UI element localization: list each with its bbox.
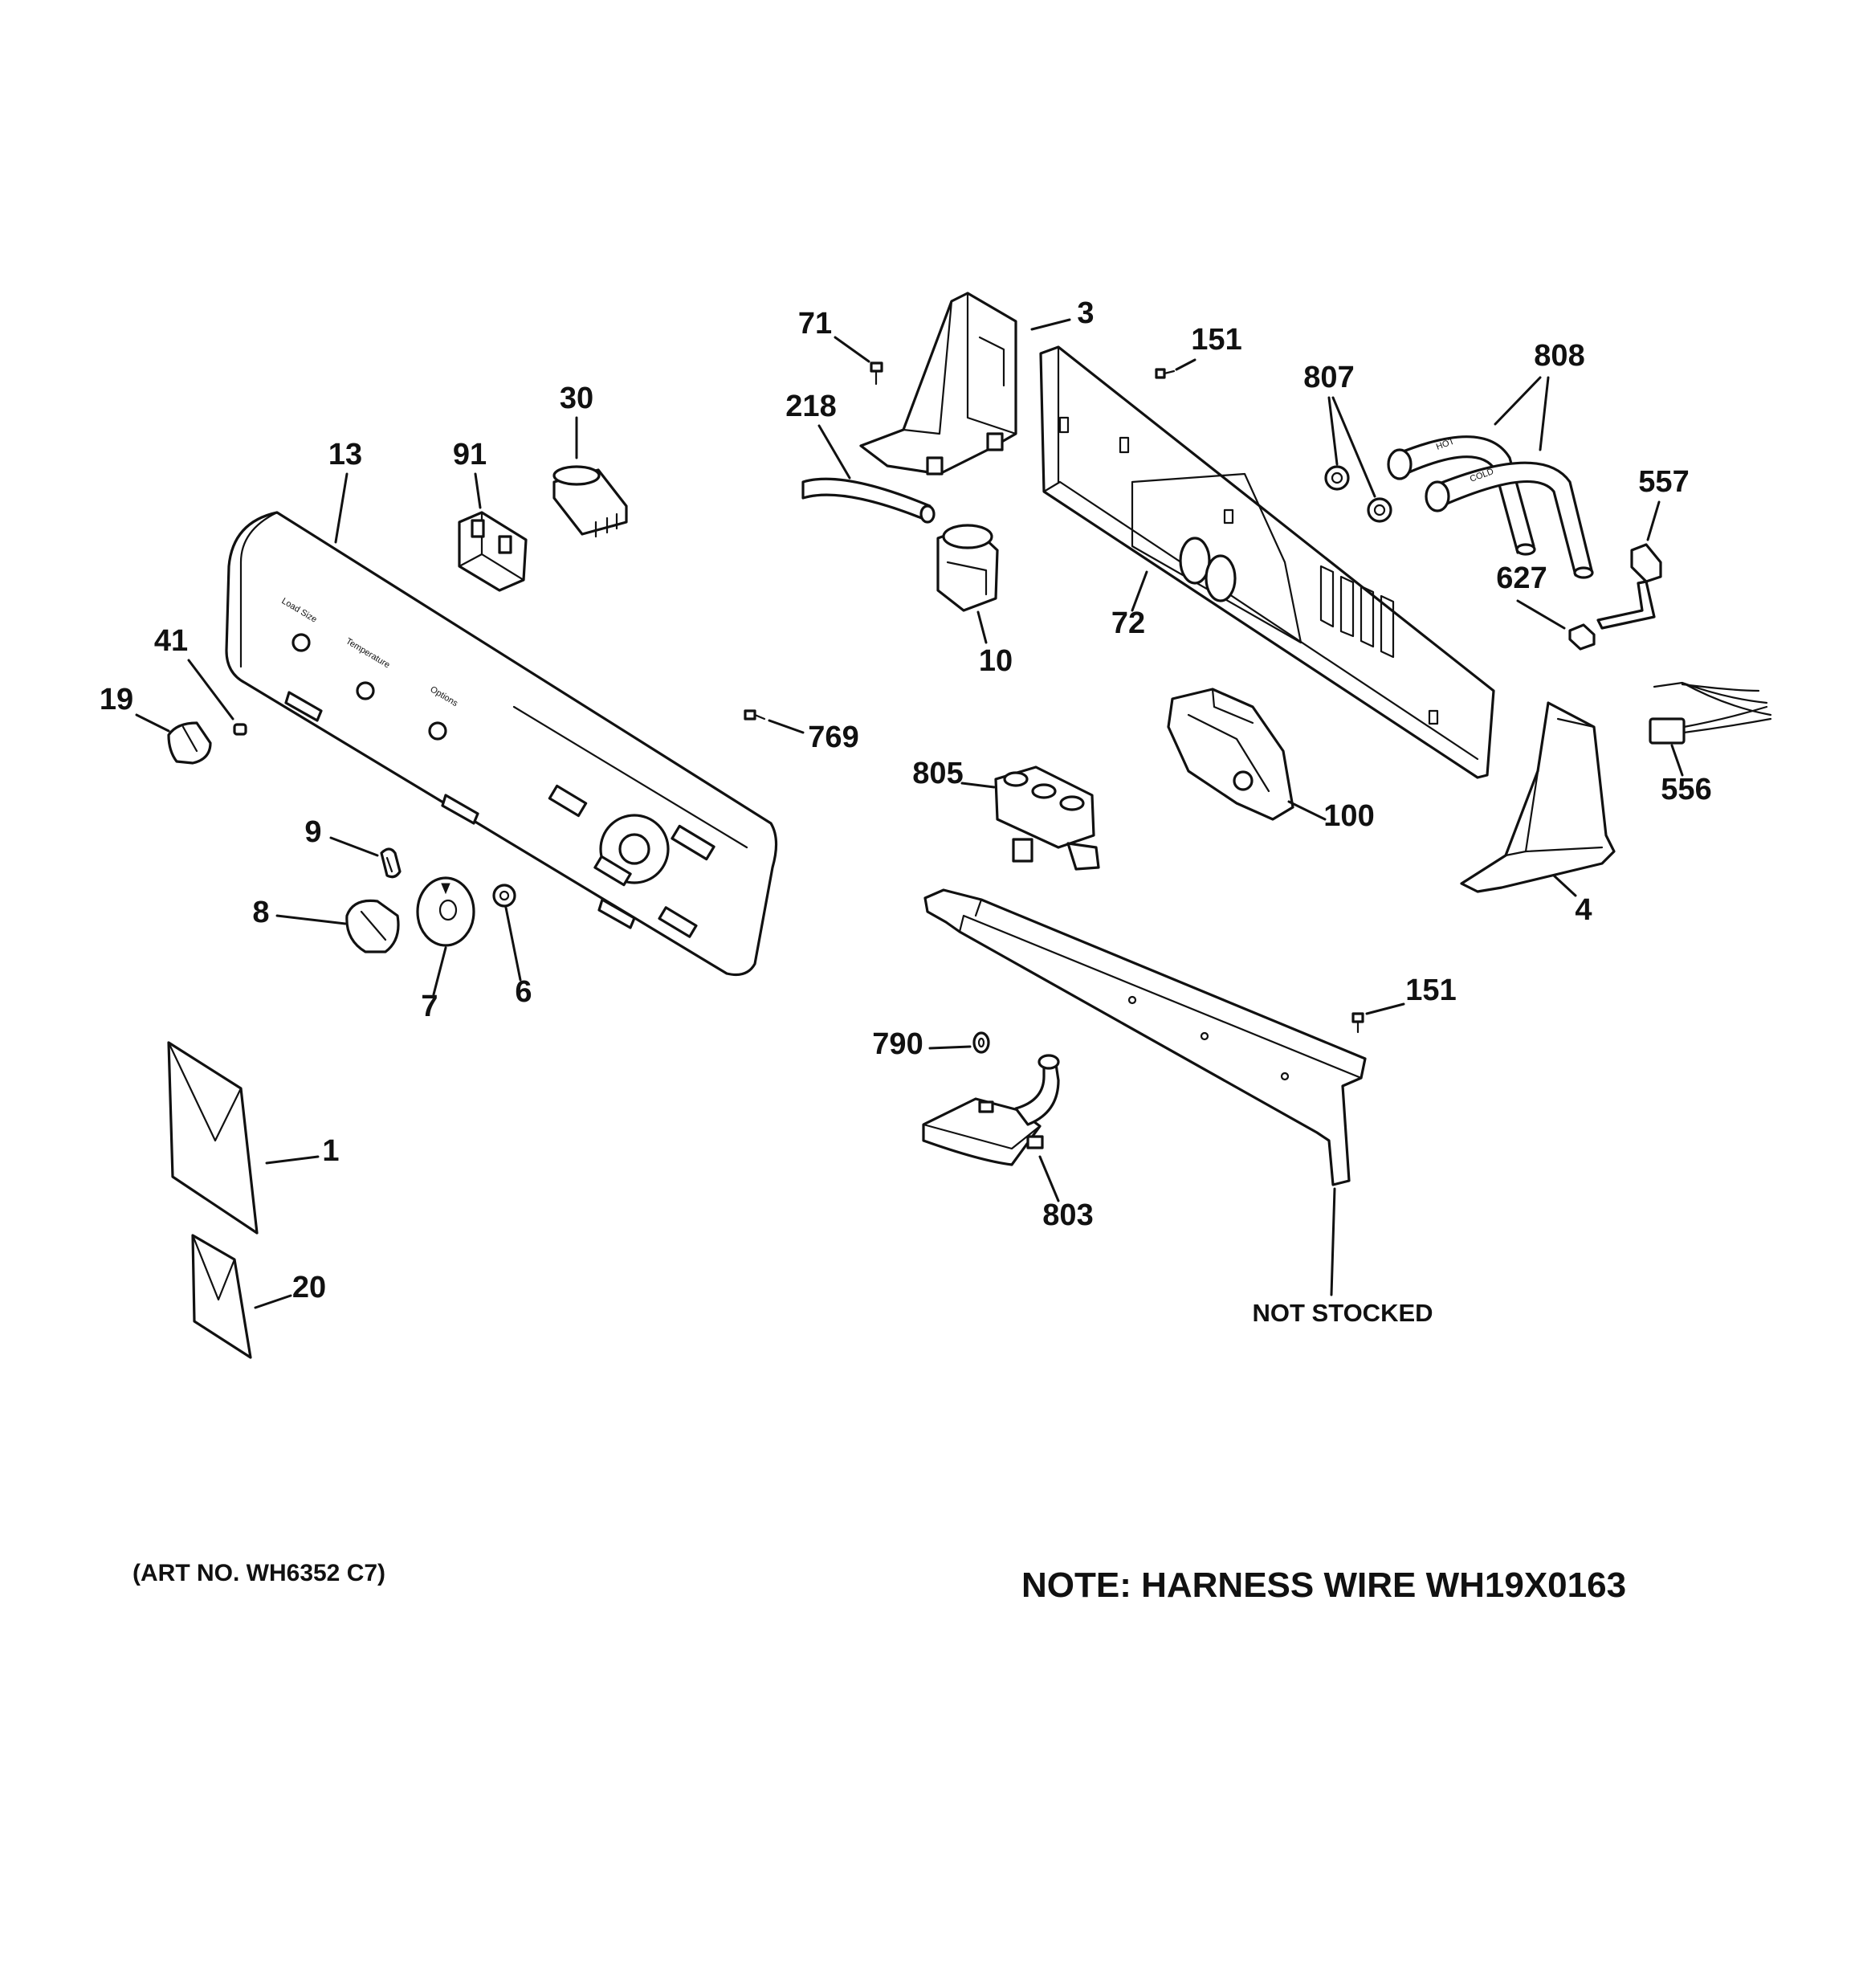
callout-6: 6 [515, 975, 532, 1009]
control-panel-13: Load Size Temperature Options [225, 511, 778, 977]
callout-151-top: 151 [1191, 323, 1241, 357]
water-valve-805 [994, 765, 1100, 871]
callout-556: 556 [1661, 773, 1711, 806]
callout-7: 7 [421, 990, 438, 1023]
callout-808: 808 [1534, 339, 1584, 373]
washers-807 [1324, 465, 1392, 523]
screw-151-top [1155, 368, 1176, 379]
switch-91 [458, 511, 528, 592]
callout-71: 71 [798, 307, 832, 341]
callout-13: 13 [328, 438, 362, 471]
pressure-switch-10 [936, 524, 999, 612]
callout-19: 19 [100, 683, 133, 716]
callout-769: 769 [808, 720, 858, 754]
wire-harness-556 [1649, 681, 1772, 745]
inlet-hoses-808: HOT COLD [1387, 435, 1594, 579]
callout-790: 790 [872, 1027, 923, 1061]
callout-9: 9 [304, 815, 321, 849]
art-number: (ART NO. WH6352 C7) [132, 1560, 385, 1586]
set-screw-41 [233, 723, 247, 736]
dispenser-803 [922, 1054, 1060, 1166]
hose-218 [801, 477, 936, 524]
screw-151-bottom [1351, 1012, 1364, 1034]
dial-skirt-7 [416, 876, 475, 947]
timer-100 [1167, 688, 1294, 821]
callout-803: 803 [1042, 1198, 1093, 1232]
callout-151-bottom: 151 [1405, 974, 1456, 1007]
callout-807: 807 [1303, 361, 1354, 394]
end-cap-4 [1460, 701, 1616, 893]
clip-9 [380, 847, 402, 879]
screw-769 [744, 709, 766, 720]
callout-218: 218 [785, 390, 836, 423]
capacitor-30 [552, 465, 628, 538]
callout-100: 100 [1323, 799, 1374, 833]
end-cap-3 [859, 292, 1017, 476]
callout-557: 557 [1638, 465, 1689, 499]
hose-clamp-790 [972, 1031, 990, 1054]
callout-91: 91 [453, 438, 487, 471]
callout-627: 627 [1496, 561, 1547, 595]
callout-3: 3 [1077, 296, 1094, 330]
connector-627 [1568, 623, 1596, 651]
rear-panel-72 [1039, 345, 1495, 779]
nut-6 [492, 884, 516, 908]
callout-20: 20 [292, 1271, 326, 1304]
bottom-bracket-not-stocked [923, 888, 1367, 1186]
envelope-20 [191, 1234, 252, 1359]
knob-8 [345, 899, 400, 953]
screw-71 [870, 361, 883, 386]
not-stocked-label: NOT STOCKED [1252, 1299, 1433, 1327]
callout-4: 4 [1575, 893, 1592, 927]
manual-envelope-1 [167, 1041, 259, 1235]
knob-19 [167, 721, 212, 765]
callout-10: 10 [979, 644, 1013, 678]
power-cord-557 [1596, 543, 1662, 630]
callout-1: 1 [322, 1134, 339, 1168]
callout-8: 8 [252, 896, 269, 929]
harness-note: NOTE: HARNESS WIRE WH19X0163 [1021, 1565, 1626, 1605]
callout-805: 805 [912, 757, 963, 790]
callout-72: 72 [1111, 606, 1145, 640]
callout-41: 41 [154, 624, 188, 658]
callout-30: 30 [560, 382, 593, 415]
